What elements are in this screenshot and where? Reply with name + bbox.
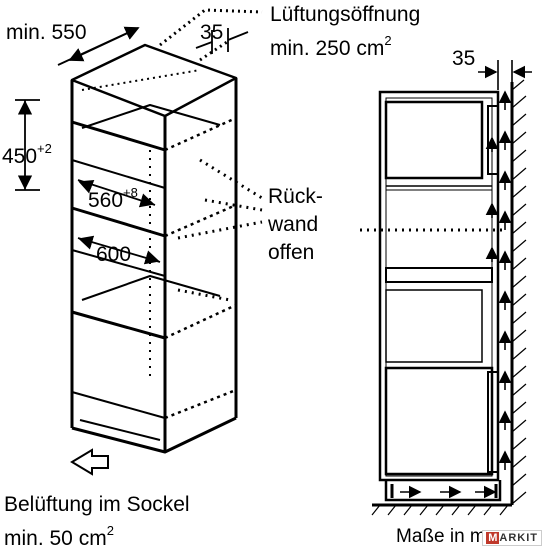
side-section-view: [378, 90, 502, 502]
vent-area-prefix: min. 250 cm: [270, 37, 385, 60]
dim-35-right-label: 35: [452, 47, 476, 70]
dim-560-line: [77, 179, 156, 208]
height-450-tol: +2: [37, 141, 52, 156]
dim-35-right-line: [478, 60, 532, 90]
dim-550-line: [57, 26, 140, 66]
vent-area-label: min. 250 cm2: [270, 32, 392, 60]
top-vent-indicator: [159, 8, 263, 62]
height-450-label: 450+2: [2, 140, 52, 168]
rueckwand-leaders: [177, 158, 263, 302]
width-560-value: 560: [88, 189, 124, 212]
rueck-line3: offen: [268, 241, 315, 264]
dim-600-line: [77, 235, 161, 265]
base-area-prefix: min. 50 cm: [4, 527, 107, 550]
base-vent-title: Belüftung im Sockel: [4, 493, 190, 516]
tall-cabinet-perspective: [70, 43, 238, 454]
base-vent-area: min. 50 cm2: [4, 522, 114, 550]
base-vent-arrow: [70, 448, 109, 476]
width-560-tol: +8: [123, 185, 138, 200]
vent-title: Lüftungsöffnung: [270, 3, 421, 26]
airflow-arrows: [400, 90, 512, 499]
mass-unit-label: Maße in mm: [396, 526, 502, 547]
dim-35-top-line: [195, 28, 249, 54]
rueck-line1: Rück-: [268, 185, 323, 208]
width-560-label: 560+8: [88, 184, 138, 212]
wall-hatched: [371, 79, 527, 516]
watermark-first: M: [486, 532, 500, 544]
height-450-value: 450: [2, 145, 38, 168]
dim-450-line: [15, 99, 40, 191]
base-area-exp: 2: [106, 523, 114, 538]
width-600-label: 600: [96, 243, 132, 266]
rueck-line2: wand: [268, 213, 319, 236]
min-550-label: min. 550: [6, 21, 87, 44]
dim-35-top-label: 35: [200, 21, 224, 44]
watermark-rest: ARKIT: [499, 532, 538, 544]
vent-area-exp: 2: [384, 33, 392, 48]
